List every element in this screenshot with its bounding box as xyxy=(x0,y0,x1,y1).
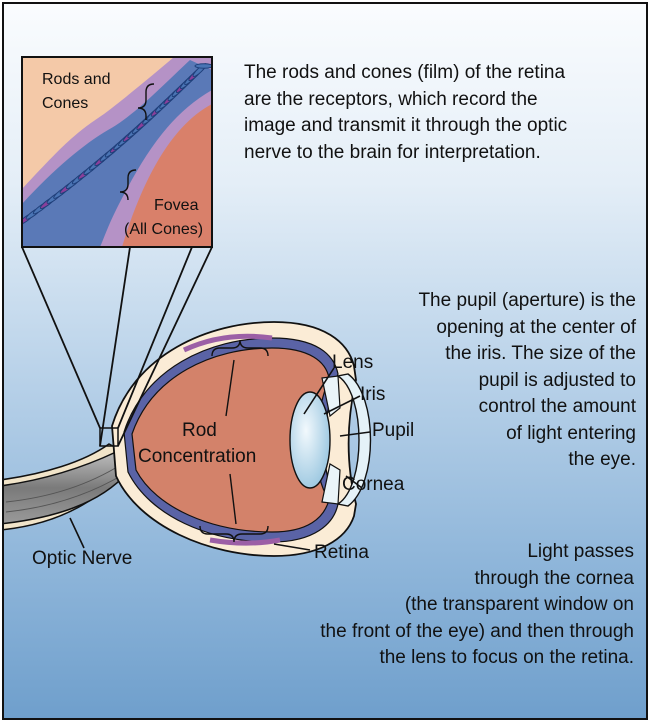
eyeball xyxy=(99,321,372,557)
inset-rods-cones-label-line2: Cones xyxy=(42,95,88,112)
retina-explanation: The rods and cones (film) of the retina … xyxy=(244,60,636,166)
pupil-explanation-line: control the amount xyxy=(478,396,636,417)
pupil-explanation-line: the iris. The size of the xyxy=(445,343,636,364)
lens-label: Lens xyxy=(332,352,373,373)
retina-explanation-line: image and transmit it through the optic xyxy=(244,115,568,136)
eye-diagram: Rods and Cones Fovea (All Cones) Rod Con… xyxy=(4,56,414,569)
pupil-label: Pupil xyxy=(372,420,414,441)
pupil-explanation-line: pupil is adjusted to xyxy=(478,369,636,391)
rod-label-line1: Rod xyxy=(182,420,217,441)
light-path-explanation-line: (the transparent window on xyxy=(404,594,634,615)
pupil-explanation-line: opening at the center of xyxy=(436,316,636,338)
inset-rods-cones-label-line1: Rods and xyxy=(42,71,111,88)
inset-fovea-label-line1: Fovea xyxy=(154,197,199,214)
pupil-explanation-line: the eye. xyxy=(568,449,636,470)
pointer-lines xyxy=(69,367,371,551)
retina-inset xyxy=(21,56,213,248)
cornea-label: Cornea xyxy=(342,474,405,495)
light-path-explanation-line: the lens to focus on the retina. xyxy=(379,647,634,668)
light-path-explanation-line: the front of the eye) and then through xyxy=(320,620,634,642)
optic-nerve xyxy=(4,443,134,531)
retina-explanation-line: are the receptors, which record the xyxy=(244,88,538,110)
pupil-explanation-line: of light entering xyxy=(506,422,636,444)
inset-fovea-label-line2: (All Cones) xyxy=(124,221,203,238)
light-path-explanation: Light passes through the cornea (the tra… xyxy=(250,539,634,672)
retina-explanation-line: The rods and cones (film) of the retina xyxy=(244,62,566,83)
retina-label: Retina xyxy=(314,542,369,563)
inset-connector-lines xyxy=(21,246,213,447)
pupil-explanation: The pupil (aperture) is the opening at t… xyxy=(356,288,636,474)
rod-label-line2: Concentration xyxy=(138,446,256,467)
iris-label: Iris xyxy=(360,384,385,405)
light-path-explanation-line: through the cornea xyxy=(474,567,634,589)
photoreceptor-cell xyxy=(194,63,212,69)
light-path-explanation-line: Light passes xyxy=(527,541,634,562)
retina-explanation-line: nerve to the brain for interpretation. xyxy=(244,141,541,163)
rod-concentration-braces xyxy=(199,339,269,543)
optic-nerve-label: Optic Nerve xyxy=(32,548,132,569)
pupil-explanation-line: The pupil (aperture) is the xyxy=(418,290,636,311)
